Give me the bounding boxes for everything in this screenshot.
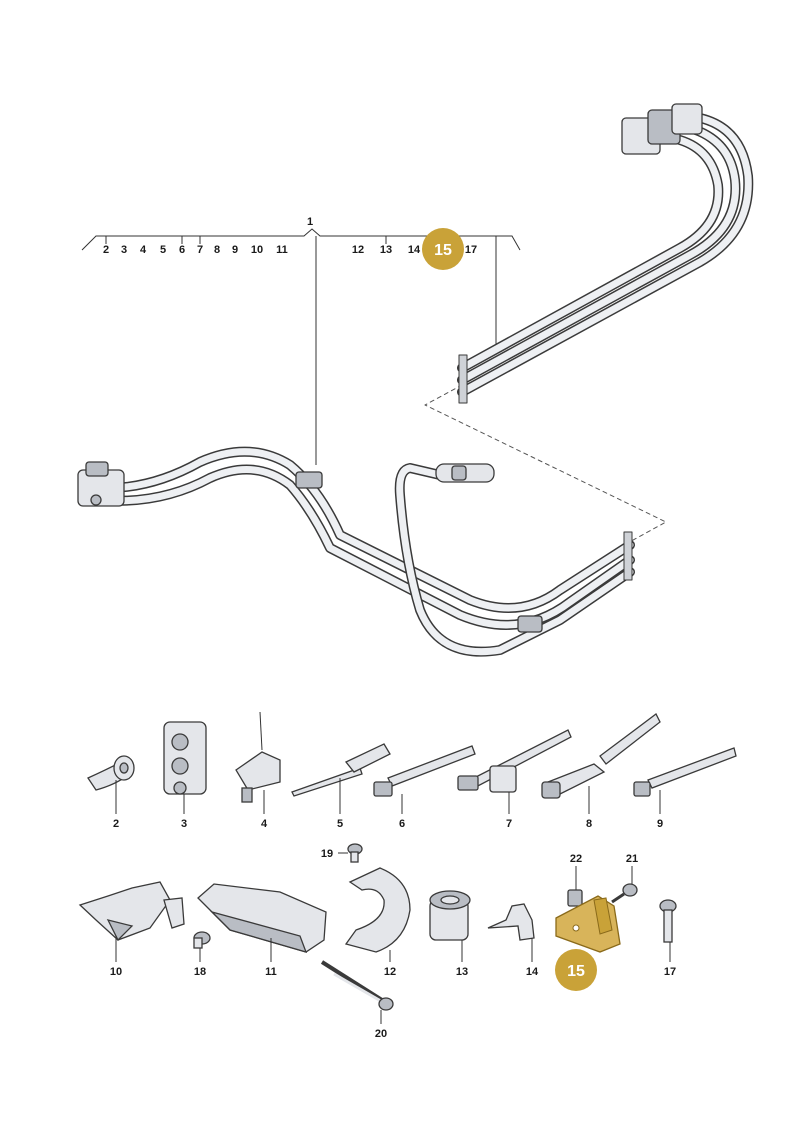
part-screw-19[interactable] — [338, 843, 363, 863]
part-cylinder-clip[interactable] — [429, 890, 471, 962]
part-multi-clip[interactable] — [163, 721, 207, 814]
svg-text:15: 15 — [567, 963, 585, 980]
index-label-7: 7 — [197, 244, 203, 256]
part-bracket-15-highlighted[interactable] — [555, 895, 621, 953]
part-bracket-11[interactable] — [197, 883, 327, 962]
index-label-9: 9 — [232, 244, 238, 256]
part-label-5: 5 — [337, 818, 343, 830]
highlight-badge-top[interactable]: 15 — [422, 228, 464, 270]
highlight-badge-bottom[interactable]: 15 — [555, 949, 597, 991]
assembly-label: 1 — [307, 216, 313, 228]
part-cable-tie-large[interactable] — [541, 713, 661, 814]
part-label-22: 22 — [570, 853, 582, 865]
part-screw-21[interactable] — [611, 866, 638, 904]
parts-row-1: 2 3 4 5 6 — [87, 711, 737, 830]
index-label-5: 5 — [160, 244, 166, 256]
index-label-13: 13 — [380, 244, 392, 256]
part-label-11: 11 — [265, 966, 277, 978]
part-bracket-10[interactable] — [78, 881, 185, 962]
part-label-3: 3 — [181, 818, 187, 830]
part-label-6: 6 — [399, 818, 405, 830]
index-label-6: 6 — [179, 244, 185, 256]
index-label-8: 8 — [214, 244, 220, 256]
part-label-4: 4 — [261, 818, 268, 830]
svg-text:15: 15 — [434, 242, 452, 259]
part-tape-roll[interactable] — [87, 755, 135, 814]
part-label-19: 19 — [321, 848, 333, 860]
part-nut-22[interactable] — [567, 866, 583, 907]
part-screw-17[interactable] — [659, 899, 677, 962]
part-fir-tree-tie[interactable] — [291, 743, 391, 814]
part-label-10: 10 — [110, 966, 122, 978]
part-label-17: 17 — [664, 966, 676, 978]
index-label-17: 17 — [465, 244, 477, 256]
part-label-9: 9 — [657, 818, 663, 830]
part-label-12: 12 — [384, 966, 396, 978]
index-label-2: 2 — [103, 244, 109, 256]
part-label-14: 14 — [526, 966, 539, 978]
part-cable-tie-6[interactable] — [373, 745, 476, 814]
part-label-7: 7 — [506, 818, 512, 830]
part-cable-tie-9[interactable] — [633, 747, 737, 814]
index-label-11: 11 — [276, 244, 288, 256]
part-label-13: 13 — [456, 966, 468, 978]
part-screw-18[interactable] — [193, 931, 211, 962]
part-label-2: 2 — [113, 818, 119, 830]
part-label-8: 8 — [586, 818, 592, 830]
part-label-18: 18 — [194, 966, 206, 978]
index-label-3: 3 — [121, 244, 127, 256]
index-label-12: 12 — [352, 244, 364, 256]
part-label-20: 20 — [375, 1028, 387, 1040]
part-bent-clip[interactable] — [487, 903, 535, 962]
parts-row-2: 10 18 11 19 12 — [78, 843, 677, 1040]
part-curved-bracket[interactable] — [344, 867, 411, 962]
part-holder-pin[interactable] — [235, 711, 281, 814]
index-label-14: 14 — [408, 244, 421, 256]
part-label-21: 21 — [626, 853, 638, 865]
part-cable-tie-mount[interactable] — [457, 729, 572, 814]
index-label-10: 10 — [251, 244, 263, 256]
index-label-4: 4 — [140, 244, 147, 256]
assembly-index-bar: 1 2 3 4 5 6 7 8 9 10 11 12 13 14 15 17 — [81, 216, 521, 465]
fuel-line-assembly — [77, 103, 754, 657]
part-bolt-20[interactable] — [320, 960, 394, 1024]
